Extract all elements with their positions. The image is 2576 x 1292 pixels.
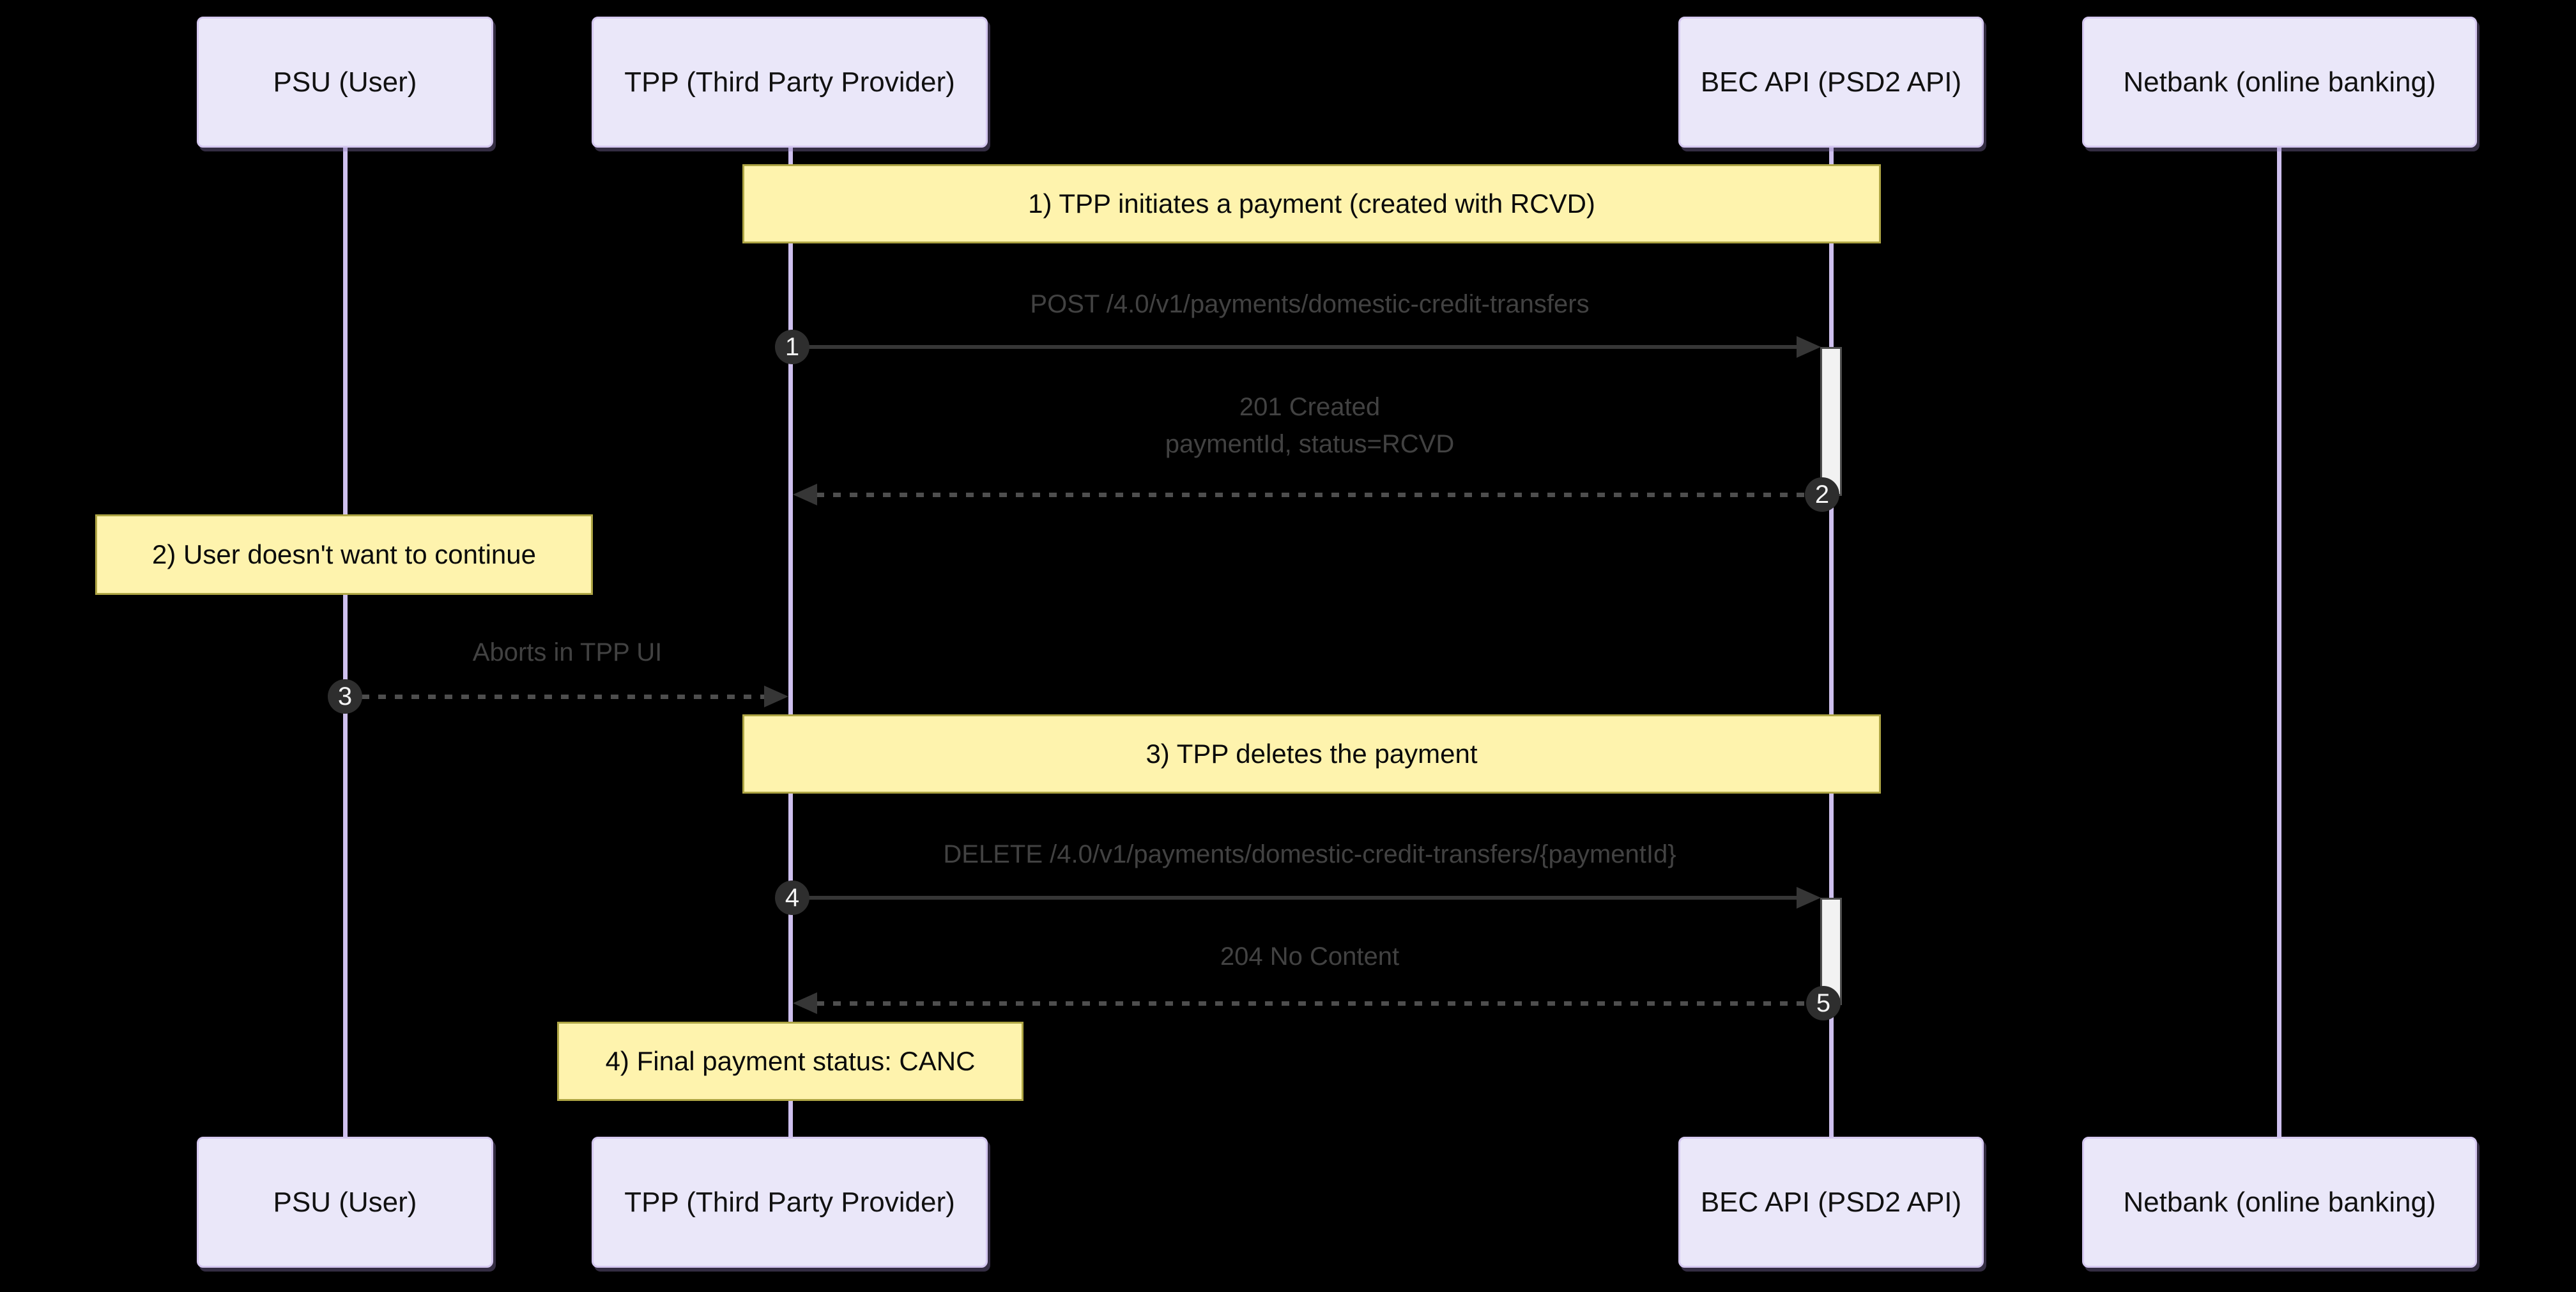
message-2-line-2: paymentId, status=RCVD xyxy=(1165,430,1455,458)
note-tpp-initiates-payment: 1) TPP initiates a payment (created with… xyxy=(742,164,1881,243)
lifeline-bec-api xyxy=(1829,148,1834,1137)
message-5-line xyxy=(816,1001,1821,1006)
message-3-label: Aborts in TPP UI xyxy=(472,638,663,666)
message-5-label: 204 No Content xyxy=(1220,942,1400,971)
arrowhead-right-icon xyxy=(764,686,788,707)
sequence-number-1: 1 xyxy=(775,330,809,364)
arrowhead-left-icon xyxy=(793,992,817,1014)
sequence-number-2: 2 xyxy=(1805,477,1839,512)
arrowhead-right-icon xyxy=(1797,887,1821,909)
actor-box-netbank-bottom: Netbank (online banking) xyxy=(2082,1137,2477,1268)
sequence-number-3: 3 xyxy=(328,679,362,714)
lifeline-tpp xyxy=(788,148,793,1137)
actor-box-netbank-top: Netbank (online banking) xyxy=(2082,17,2477,148)
actor-box-psu-top: PSU (User) xyxy=(197,17,493,148)
actor-box-bec-api-bottom: BEC API (PSD2 API) xyxy=(1678,1137,1984,1268)
message-2-line xyxy=(816,493,1821,497)
message-4-line xyxy=(792,896,1800,900)
message-4-label: DELETE /4.0/v1/payments/domestic-credit-… xyxy=(943,840,1676,868)
actor-box-bec-api-top: BEC API (PSD2 API) xyxy=(1678,17,1984,148)
arrowhead-left-icon xyxy=(793,484,817,505)
lifeline-psu xyxy=(343,148,348,1137)
activation-bar-bec-1 xyxy=(1820,347,1842,496)
sequence-number-5: 5 xyxy=(1806,986,1841,1020)
arrowhead-right-icon xyxy=(1797,336,1821,358)
message-3-line xyxy=(362,695,767,699)
note-user-doesnt-continue: 2) User doesn't want to continue xyxy=(95,514,593,595)
note-tpp-deletes-payment: 3) TPP deletes the payment xyxy=(742,714,1881,794)
actor-box-tpp-top: TPP (Third Party Provider) xyxy=(592,17,988,148)
message-2-line-1: 201 Created xyxy=(1239,393,1381,421)
message-2-label: 201 Created paymentId, status=RCVD xyxy=(1165,388,1454,463)
message-1-line xyxy=(792,345,1800,349)
sequence-number-4: 4 xyxy=(775,881,809,915)
note-final-payment-status: 4) Final payment status: CANC xyxy=(557,1022,1023,1101)
message-1-label: POST /4.0/v1/payments/domestic-credit-tr… xyxy=(1030,290,1590,318)
actor-box-psu-bottom: PSU (User) xyxy=(197,1137,493,1268)
actor-box-tpp-bottom: TPP (Third Party Provider) xyxy=(592,1137,988,1268)
lifeline-netbank xyxy=(2277,148,2281,1137)
